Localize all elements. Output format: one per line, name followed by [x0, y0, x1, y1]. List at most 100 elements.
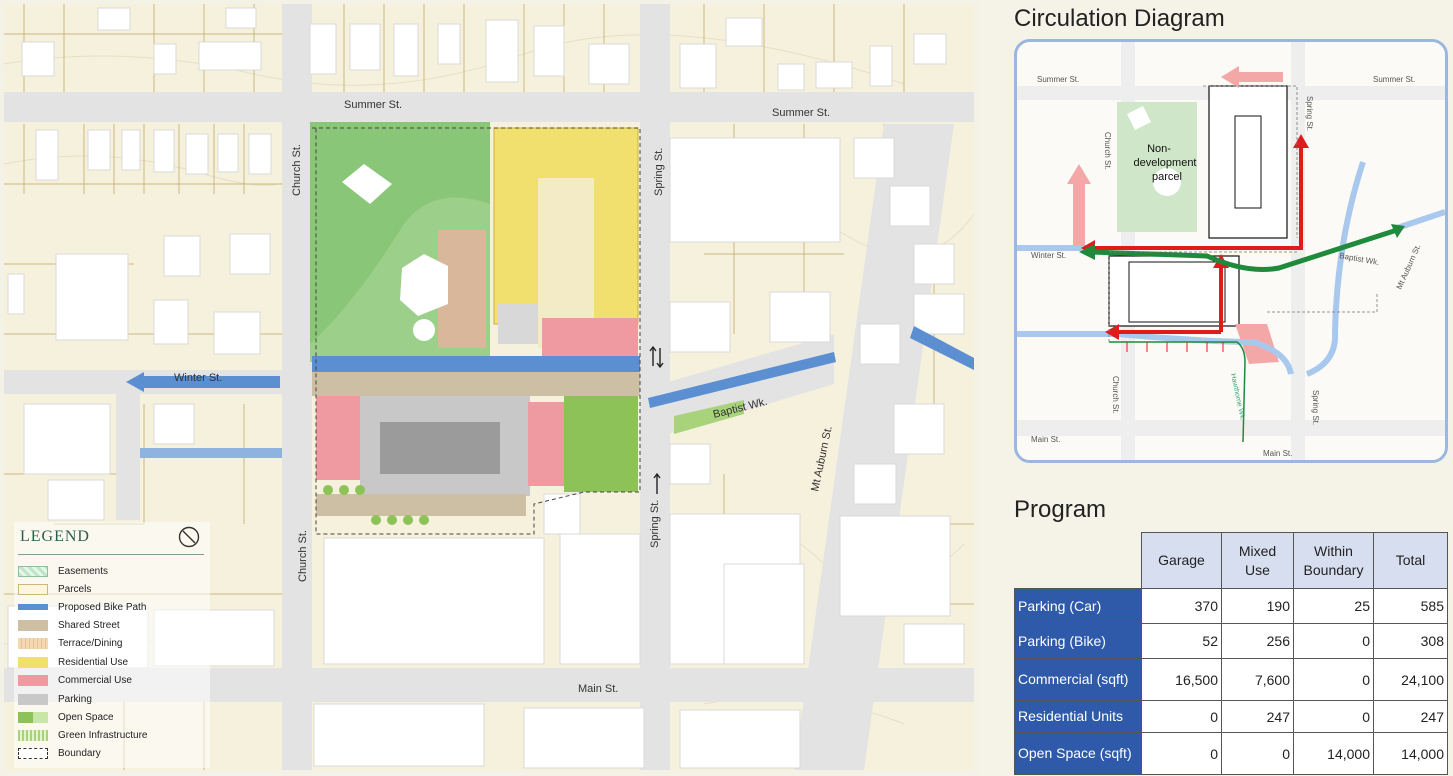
- legend-item-residential: Residential Use: [18, 655, 128, 669]
- winter-bike-path: [140, 376, 280, 388]
- shared-street-south: [316, 494, 526, 516]
- program-row-open-space: Open Space (sqft) 0 0 14,000 14,000: [1014, 732, 1448, 775]
- circ-pink-arrows: [1067, 66, 1283, 246]
- mt-auburn-bike-path: [910, 326, 974, 370]
- label-winter: Winter St.: [174, 372, 222, 384]
- park-building-small: [342, 164, 392, 204]
- legend-label-commercial: Commercial Use: [58, 674, 132, 686]
- circ-green-path: [1090, 227, 1398, 272]
- park-roundabout: [413, 319, 435, 341]
- legend-item-bike-path: Proposed Bike Path: [18, 600, 146, 614]
- legend-item-commercial: Commercial Use: [18, 673, 132, 687]
- circ-label-main-right: Main St.: [1263, 449, 1292, 458]
- shared-street: [312, 372, 640, 396]
- spring-st: [640, 4, 670, 770]
- legend-label-easements: Easements: [58, 565, 109, 577]
- winter-bike-arrow: [126, 372, 144, 392]
- circulation-svg: Non- development parcel: [1017, 42, 1445, 460]
- legend-swatch-residential: [18, 656, 48, 668]
- open-space-plaza: [564, 396, 638, 492]
- program-header-total: Total: [1373, 532, 1448, 589]
- legend-swatch-easements: [18, 565, 48, 577]
- legend-label-shared-street: Shared Street: [58, 619, 120, 631]
- program-title: Program: [1014, 496, 1107, 523]
- legend-label-bike-path: Proposed Bike Path: [58, 601, 147, 613]
- program-cell: 0: [1141, 732, 1222, 775]
- program-header-mixed-use: Mixed Use: [1221, 532, 1294, 589]
- legend-swatch-commercial: [18, 674, 48, 686]
- label-summer-east: Summer St.: [772, 107, 830, 119]
- legend-item-parcels: Parcels: [18, 582, 91, 596]
- winter-bike-path-south: [140, 448, 282, 458]
- legend-divider: [18, 554, 204, 555]
- program-cell: 370: [1141, 588, 1222, 624]
- program-cell: 256: [1221, 623, 1294, 659]
- program-cell: 0: [1293, 623, 1374, 659]
- circ-residential-building: [1208, 85, 1288, 239]
- circ-label-non-dev-1: Non-: [1147, 143, 1171, 155]
- circ-label-winter: Winter St.: [1031, 251, 1066, 260]
- circ-red-arrows: [1089, 142, 1303, 334]
- legend-item-open-space: Open Space: [18, 710, 114, 724]
- circ-park: [1117, 102, 1197, 232]
- legend-swatch-green-infrastructure: [18, 729, 48, 741]
- program-header-within-boundary: Within Boundary: [1293, 532, 1374, 589]
- circ-label-summer-right: Summer St.: [1373, 75, 1415, 84]
- mt-auburn-st: [794, 124, 954, 770]
- legend-swatch-parking: [18, 693, 48, 705]
- legend-item-green-infrastructure: Green Infrastructure: [18, 728, 147, 742]
- baptist-bike-path: [648, 352, 836, 408]
- garage-core: [380, 422, 500, 474]
- circ-green-thin-path: [1109, 341, 1246, 443]
- label-spring-north: Spring St.: [653, 148, 665, 196]
- program-row-label: Residential Units: [1014, 700, 1142, 733]
- program-row-parking-car: Parking (Car) 370 190 25 585: [1014, 588, 1448, 624]
- program-header-garage: Garage: [1141, 532, 1222, 589]
- label-spring-south: Spring St.: [649, 500, 661, 548]
- info-panel: Circulation Diagram Non- development par…: [980, 0, 1453, 776]
- park-building-large: [400, 254, 448, 316]
- program-header-blank: [1014, 532, 1142, 589]
- traffic-arrows: [649, 345, 664, 494]
- program-cell: 0: [1293, 700, 1374, 733]
- legend-label-open-space: Open Space: [58, 711, 114, 723]
- program-cell: 0: [1141, 700, 1222, 733]
- program-cell: 14,000: [1293, 732, 1374, 775]
- legend-item-parking: Parking: [18, 692, 92, 706]
- legend-label-parking: Parking: [58, 693, 92, 705]
- legend-item-boundary: Boundary: [18, 746, 101, 760]
- program-cell: 16,500: [1141, 658, 1222, 701]
- legend-title: LEGEND: [20, 528, 90, 545]
- winter-st-south: [116, 370, 140, 520]
- program-cell: 24,100: [1373, 658, 1448, 701]
- map-legend: LEGEND Easements Parcels Proposed Bike P…: [14, 522, 210, 768]
- circ-label-spring-top: Spring St.: [1305, 96, 1314, 131]
- circ-label-church-top: Church St.: [1103, 132, 1112, 170]
- legend-swatch-boundary: [18, 747, 48, 759]
- legend-item-easements: Easements: [18, 564, 108, 578]
- site-boundary: [312, 127, 641, 535]
- legend-item-shared-street: Shared Street: [18, 618, 120, 632]
- program-header-row: Garage Mixed Use Within Boundary Total: [1014, 532, 1448, 589]
- circ-label-non-dev-3: parcel: [1152, 171, 1182, 183]
- circ-label-non-dev-2: development: [1134, 157, 1197, 169]
- residential-parking: [498, 304, 538, 344]
- commercial-west: [316, 396, 360, 480]
- street-trees: [323, 485, 429, 525]
- site-plan-map: Summer St. Summer St. Winter St. Main St…: [4, 4, 974, 770]
- label-summer-west: Summer St.: [344, 99, 402, 111]
- summer-st: [4, 92, 974, 122]
- program-cell: 190: [1221, 588, 1294, 624]
- circ-blue-paths: [1017, 161, 1445, 377]
- program-cell: 14,000: [1373, 732, 1448, 775]
- program-row-parking-bike: Parking (Bike) 52 256 0 308: [1014, 623, 1448, 659]
- program-cell: 0: [1293, 658, 1374, 701]
- program-table: Garage Mixed Use Within Boundary Total P…: [1014, 532, 1448, 775]
- program-row-commercial: Commercial (sqft) 16,500 7,600 0 24,100: [1014, 658, 1448, 701]
- program-cell: 25: [1293, 588, 1374, 624]
- program-row-label: Parking (Car): [1014, 588, 1142, 624]
- commercial-east: [528, 402, 564, 486]
- legend-swatch-terrace: [18, 637, 48, 649]
- legend-swatch-parcels: [18, 583, 48, 595]
- program-cell: 585: [1373, 588, 1448, 624]
